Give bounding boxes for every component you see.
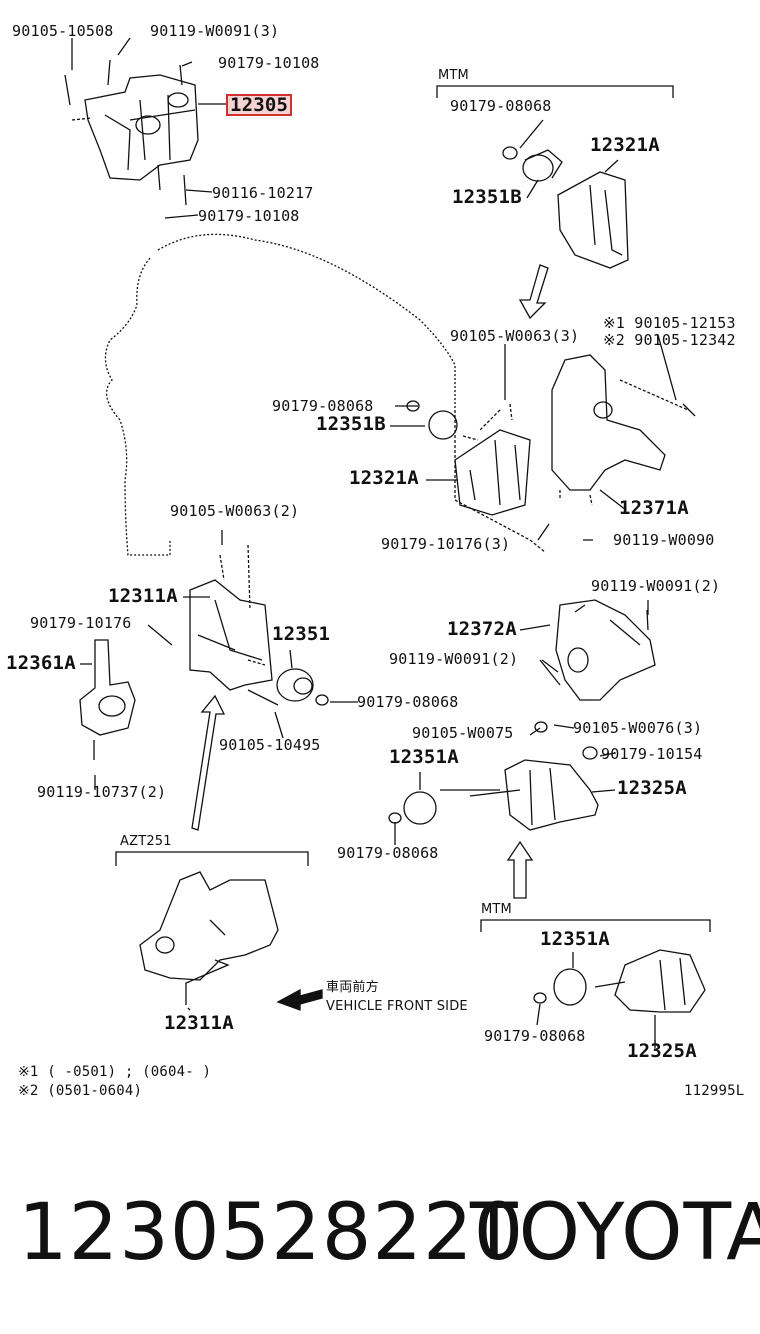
mount-12361A xyxy=(79,639,136,760)
label-90179-10176: 90179-10176 xyxy=(30,614,132,632)
label-12351a: 12351A xyxy=(389,746,459,768)
label-90179-08068-bottom: 90179-08068 xyxy=(484,1027,586,1045)
label-12351a-bottom: 12351A xyxy=(540,928,610,950)
label-90119-w0091-2-b: 90119-W0091(2) xyxy=(389,650,519,668)
group-label-azt251: AZT251 xyxy=(120,834,172,849)
label-90105-w0076-3: 90105-W0076(3) xyxy=(573,719,703,737)
label-90179-10154: 90179-10154 xyxy=(601,745,703,763)
label-12321a-mid: 12321A xyxy=(349,467,419,489)
label-12321a-top: 12321A xyxy=(590,134,660,156)
label-front-en: VEHICLE FRONT SIDE xyxy=(326,999,468,1014)
group-label-mtm: MTM xyxy=(438,68,469,83)
label-90105-w0063-3: 90105-W0063(3) xyxy=(450,327,580,345)
label-90105-10508: 90105-10508 xyxy=(12,22,114,40)
label-12351b-top: 12351B xyxy=(452,186,522,208)
label-90179-08068-mtm: 90179-08068 xyxy=(450,97,552,115)
mount-12321A-mid xyxy=(406,400,531,516)
label-12361a: 12361A xyxy=(6,652,76,674)
footer-brand: TOYOTA xyxy=(470,1188,760,1278)
label-90119-w0090: 90119-W0090 xyxy=(613,531,715,549)
label-90119-w0091-3: 90119-W0091(3) xyxy=(150,22,280,40)
arrow-down xyxy=(518,264,549,320)
label-90179-10108: 90179-10108 xyxy=(198,207,300,225)
mount-12311A xyxy=(189,544,273,691)
label-front-jp: 車両前方 xyxy=(326,980,379,995)
arrow-up-left xyxy=(191,694,226,831)
label-note1-part: ※1 90105-12153 xyxy=(603,314,736,332)
label-90179-08068-right: 90179-08068 xyxy=(337,844,439,862)
label-12351b-mid: 12351B xyxy=(316,413,386,435)
bushing-12351 xyxy=(247,668,329,706)
label-90179-08068-mid: 90179-08068 xyxy=(272,397,374,415)
label-12325a: 12325A xyxy=(617,777,687,799)
front-arrow xyxy=(276,988,323,1011)
label-12311a: 12311A xyxy=(108,585,178,607)
group-label-mtm-bottom: MTM xyxy=(481,902,512,917)
label-12351: 12351 xyxy=(272,623,331,645)
mount-12372A xyxy=(539,599,656,701)
label-90179-08068-left: 90179-08068 xyxy=(357,693,459,711)
label-90105-10495: 90105-10495 xyxy=(219,736,321,754)
mount-12311A-azt xyxy=(139,871,279,1005)
label-12372a: 12372A xyxy=(447,618,517,640)
engine-outline xyxy=(104,233,456,556)
label-90119-10737-2: 90119-10737(2) xyxy=(37,783,167,801)
label-90179-10108-top: 90179-10108 xyxy=(218,54,320,72)
parts-diagram xyxy=(64,37,711,1048)
label-90179-10176-3: 90179-10176(3) xyxy=(381,535,511,553)
highlight-part-12305[interactable]: 12305 xyxy=(226,94,293,116)
label-12311a-azt: 12311A xyxy=(164,1012,234,1034)
mount-12371A xyxy=(551,354,696,506)
label-12371a: 12371A xyxy=(619,497,689,519)
label-90105-w0063-2: 90105-W0063(2) xyxy=(170,502,300,520)
label-90116-10217: 90116-10217 xyxy=(212,184,314,202)
engine-mount-12305 xyxy=(64,59,199,206)
label-90105-w0075: 90105-W0075 xyxy=(412,724,514,742)
diagram-code: 112995L xyxy=(684,1083,745,1099)
label-note2-part: ※2 90105-12342 xyxy=(603,331,736,349)
footer-part-number: 1230528220 xyxy=(18,1188,525,1278)
note-2: ※2 (0501-0604) xyxy=(18,1083,143,1099)
mount-12321A-top xyxy=(502,146,629,269)
note-1: ※1 ( -0501) ; (0604- ) xyxy=(18,1064,212,1080)
label-12325a-bottom: 12325A xyxy=(627,1040,697,1062)
label-90119-w0091-2-a: 90119-W0091(2) xyxy=(591,577,721,595)
arrow-up-right xyxy=(506,840,534,899)
